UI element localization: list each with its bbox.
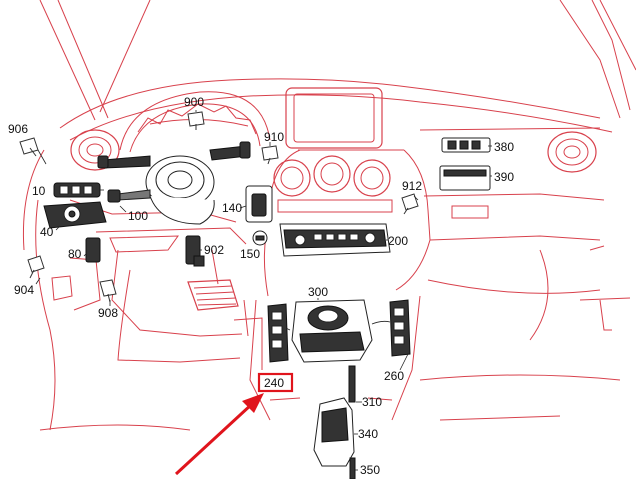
cover-340 bbox=[313, 397, 355, 467]
component-140 bbox=[245, 185, 273, 223]
connector-906 bbox=[19, 137, 39, 157]
callout-910: 910 bbox=[264, 130, 284, 144]
side-switch-260 bbox=[389, 299, 411, 357]
callout-902: 902 bbox=[204, 243, 224, 257]
callout-150: 150 bbox=[240, 247, 260, 261]
callout-906: 906 bbox=[8, 122, 28, 136]
callout-380: 380 bbox=[494, 140, 514, 154]
callout-labels: 906 900 910 380 390 10 100 140 912 40 90… bbox=[8, 95, 514, 477]
highlight-box bbox=[257, 372, 294, 393]
arrow-shaft bbox=[174, 402, 254, 476]
interior-outline bbox=[22, 0, 636, 431]
pointer-arrow bbox=[174, 393, 264, 476]
steering-column-module bbox=[97, 141, 251, 225]
button-150 bbox=[252, 230, 268, 246]
callout-40: 40 bbox=[40, 225, 54, 239]
callout-260: 260 bbox=[384, 369, 404, 383]
highlighted-callout[interactable]: 240 bbox=[257, 372, 294, 393]
switch-80 bbox=[85, 237, 101, 263]
callout-900: 900 bbox=[184, 95, 204, 109]
switch-panel-380 bbox=[441, 137, 491, 153]
callout-340: 340 bbox=[358, 427, 378, 441]
console-controller-300 bbox=[275, 299, 391, 363]
callout-100: 100 bbox=[128, 209, 148, 223]
side-switch-240 bbox=[267, 303, 289, 363]
callout-350: 350 bbox=[360, 463, 380, 477]
control-panel-200 bbox=[279, 223, 391, 257]
connector-912 bbox=[401, 193, 419, 215]
arrow-head bbox=[242, 393, 264, 413]
sensor-902 bbox=[185, 235, 205, 267]
callout-310: 310 bbox=[362, 395, 382, 409]
connectors bbox=[19, 111, 419, 303]
callout-908: 908 bbox=[98, 306, 118, 320]
callout-912: 912 bbox=[402, 179, 422, 193]
callout-240: 240 bbox=[264, 376, 284, 390]
callout-300: 300 bbox=[308, 285, 328, 299]
connector-904 bbox=[27, 255, 45, 279]
rod-310 bbox=[348, 365, 356, 403]
callout-140: 140 bbox=[222, 201, 242, 215]
callout-80: 80 bbox=[68, 247, 82, 261]
callout-904: 904 bbox=[14, 283, 34, 297]
callout-10: 10 bbox=[32, 184, 46, 198]
leader-lines bbox=[35, 110, 492, 471]
callout-390: 390 bbox=[494, 170, 514, 184]
bolt-350 bbox=[349, 457, 356, 479]
connector-900 bbox=[187, 111, 205, 130]
light-switch-40 bbox=[43, 201, 107, 229]
components bbox=[43, 137, 491, 479]
callout-200: 200 bbox=[388, 234, 408, 248]
compartment-390 bbox=[439, 165, 491, 191]
connector-910 bbox=[261, 145, 279, 165]
